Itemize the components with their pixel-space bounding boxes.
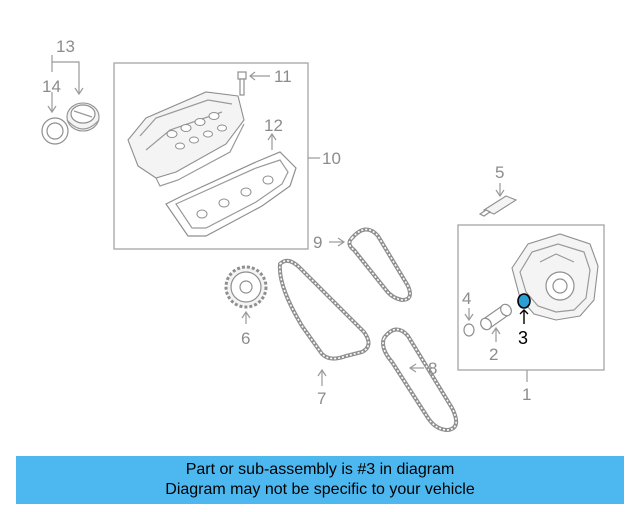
seal-3-shape: [517, 293, 531, 309]
assembly-box-1: [457, 224, 605, 371]
callout-12: 12: [264, 116, 283, 135]
callout-7: 7: [317, 389, 326, 408]
chain-7: [277, 258, 371, 386]
valve-cover: [127, 91, 245, 187]
callout-2: 2: [489, 345, 498, 364]
banner-line-1: Part or sub-assembly is #3 in diagram: [185, 461, 455, 478]
sealant-tube-5: [478, 183, 518, 217]
callout-1: 1: [522, 385, 531, 404]
callout-8: 8: [428, 359, 437, 378]
callout-5: 5: [495, 163, 504, 182]
callout-14: 14: [42, 77, 61, 96]
timing-cover: [511, 233, 599, 321]
callout-11: 11: [274, 67, 292, 86]
callout-3: 3: [518, 328, 528, 348]
callout-13: 13: [56, 37, 75, 56]
sprocket-6: [224, 265, 268, 324]
parts-diagram: 13 14 11 12 10 5 9 4 3 6 2 8 1 7: [41, 37, 605, 433]
callout-10: 10: [322, 149, 341, 168]
assembly-box-10: [113, 62, 309, 250]
chain-8: [381, 327, 459, 433]
info-banner: Part or sub-assembly is #3 in diagram Di…: [16, 456, 624, 504]
bolt-11: [237, 71, 270, 96]
chain-9: [329, 227, 412, 303]
callout-4: 4: [462, 289, 471, 308]
callout-9: 9: [313, 233, 322, 252]
sleeve-2: [480, 303, 512, 342]
banner-line-2: Diagram may not be specific to your vehi…: [165, 481, 475, 498]
oil-filler-cap-group: [41, 55, 100, 145]
valve-cover-gasket: [165, 132, 297, 237]
o-ring-4: [463, 308, 475, 337]
callout-6: 6: [241, 329, 250, 348]
seal-3-highlighted: [517, 293, 531, 324]
